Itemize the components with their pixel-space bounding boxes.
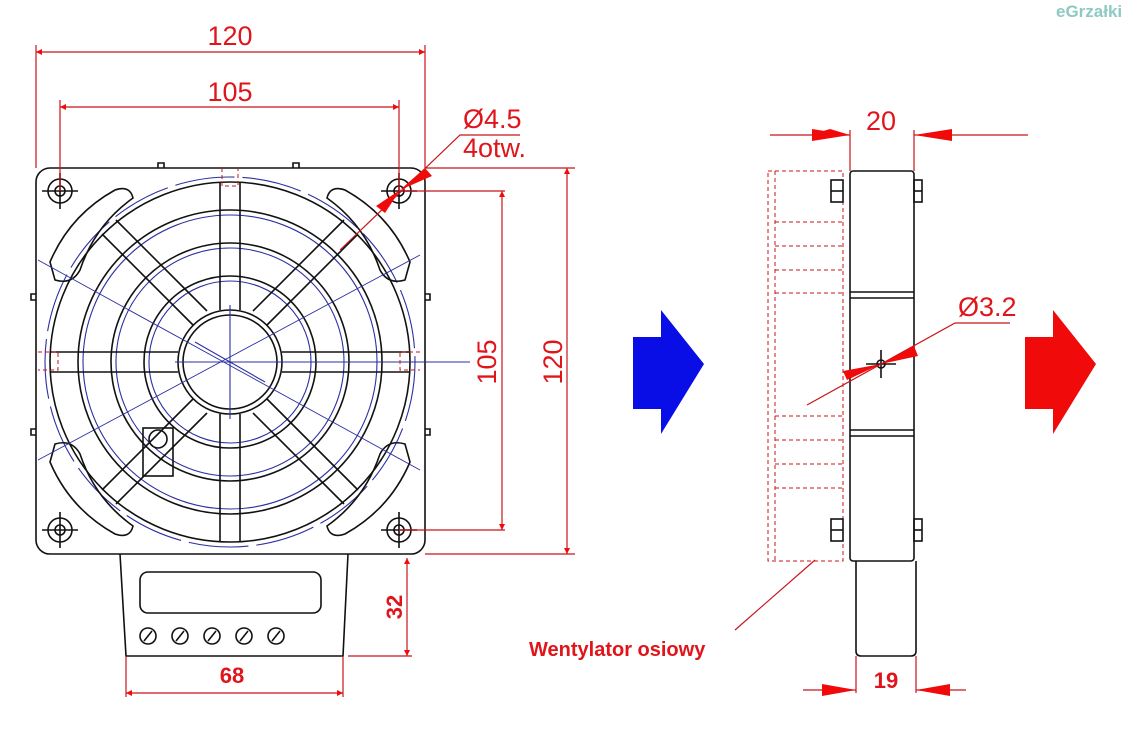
airflow-outlet-arrow-icon <box>1025 310 1096 434</box>
fan-grille <box>37 168 470 548</box>
side-bolts <box>830 179 923 542</box>
front-dimensions <box>35 45 575 697</box>
heater-body-outline <box>35 167 426 555</box>
terminal-screw <box>235 627 253 645</box>
airflow-inlet-arrow-icon <box>633 310 704 434</box>
terminal-screw <box>203 627 221 645</box>
terminal-box <box>119 553 349 657</box>
dim-depth: 20 <box>866 106 896 136</box>
side-terminal-box <box>855 561 917 657</box>
side-dimensions <box>734 129 1028 696</box>
watermark-logo: eGrzałki <box>1056 2 1122 21</box>
side-view: 20 19 Ø3.2 Wentylator osiowy <box>529 106 1028 696</box>
dim-width-outer: 120 <box>207 21 252 51</box>
dim-terminal-width: 68 <box>220 663 244 688</box>
terminal-screw <box>267 627 285 645</box>
dim-terminal-depth: 19 <box>874 668 898 693</box>
hole-callout-diameter: Ø4.5 <box>463 104 522 134</box>
terminal-screw <box>171 627 189 645</box>
heater-side-body <box>849 170 915 562</box>
dim-height-outer: 120 <box>538 339 568 384</box>
dim-height-holes: 105 <box>472 339 502 384</box>
side-hole-callout: Ø3.2 <box>958 292 1017 322</box>
axial-fan-outline <box>767 170 844 562</box>
dim-width-holes: 105 <box>207 77 252 107</box>
hole-callout-count: 4otw. <box>463 133 526 163</box>
dim-terminal-height: 32 <box>382 595 407 619</box>
terminal-screw <box>139 627 157 645</box>
front-view: 120 105 Ø4.5 4otw. 105 120 32 68 <box>30 21 575 697</box>
terminal-label-window <box>139 571 322 614</box>
hole-leader-arrows <box>376 168 432 213</box>
terminal-screws <box>139 627 285 645</box>
fan-label: Wentylator osiowy <box>529 639 706 661</box>
body-tabs <box>30 162 431 436</box>
